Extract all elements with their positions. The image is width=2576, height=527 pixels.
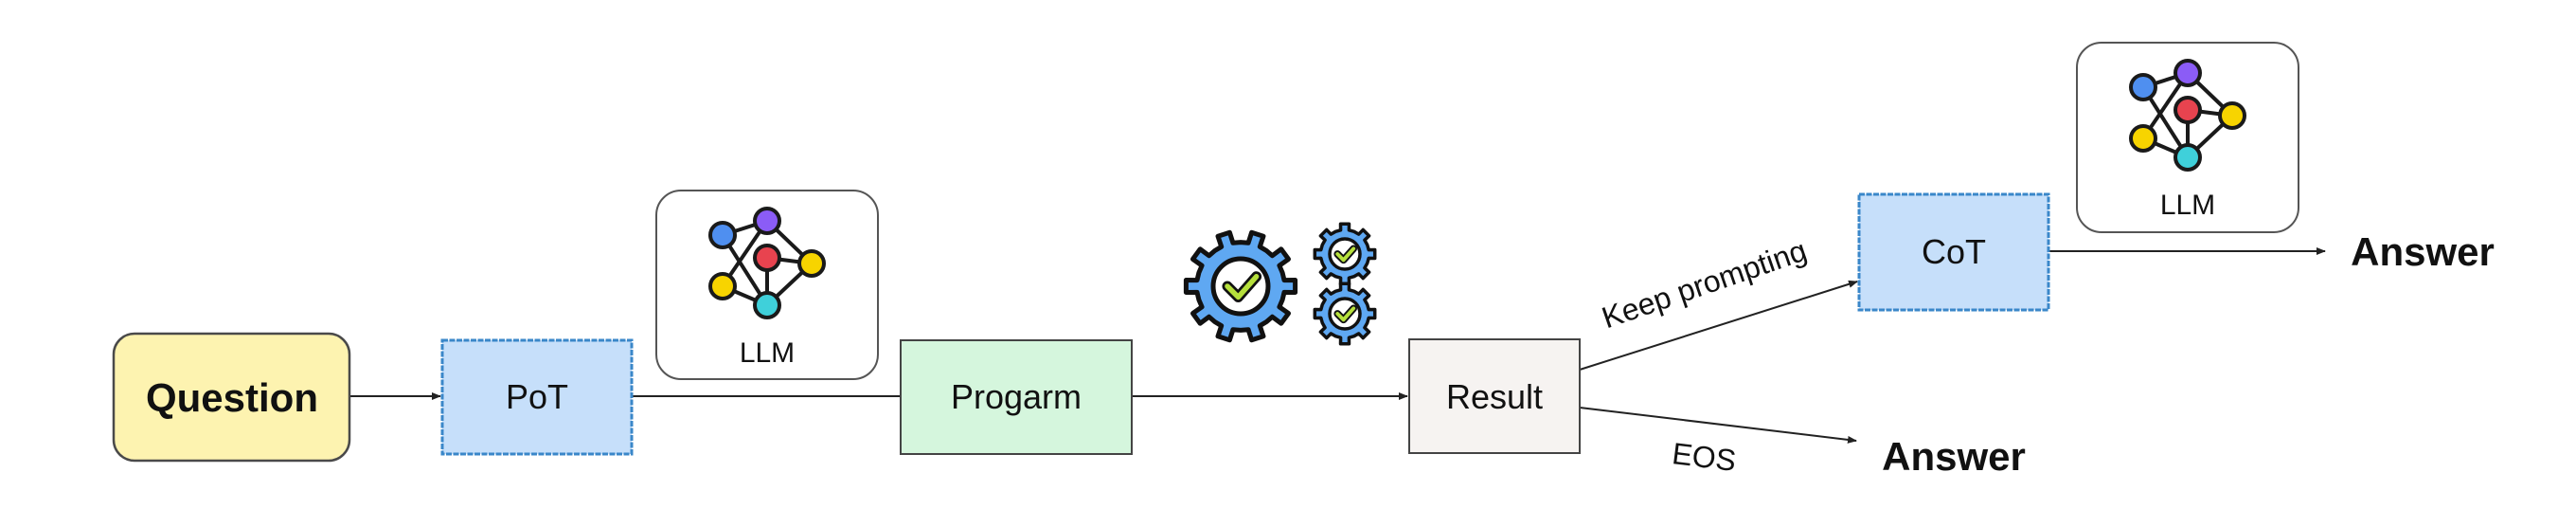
check-icon	[1335, 246, 1356, 263]
edge-result-to-cot	[1579, 280, 1858, 371]
gear-small-bottom	[1313, 282, 1377, 346]
gear-check-icon	[1183, 222, 1377, 346]
network-node-blue	[708, 221, 737, 249]
answer-top-label: Answer	[2351, 229, 2495, 274]
network-node-red	[753, 244, 781, 272]
question-box	[112, 332, 351, 463]
network-node-yellowR	[797, 249, 826, 278]
gear-large	[1183, 229, 1298, 343]
cot-node: CoT	[1857, 192, 2050, 312]
result-node: Result	[1408, 338, 1581, 454]
cot-box	[1857, 192, 2050, 312]
network-node-blue	[2129, 73, 2157, 101]
edge-result-to-answer	[1579, 407, 1857, 444]
network-node-purple	[2174, 59, 2202, 87]
network-node-cyan	[753, 291, 781, 319]
program-box	[900, 339, 1133, 455]
neural-network-icon	[708, 207, 826, 319]
eos-label: EOS	[1671, 436, 1738, 478]
keep-prompting-label: Keep prompting	[1598, 233, 1811, 336]
gear-small-top	[1313, 222, 1377, 286]
program-node: Progarm	[900, 339, 1133, 455]
answer-bottom-label: Answer	[1882, 434, 2026, 479]
pot-node: PoT	[440, 338, 634, 456]
network-node-red	[2174, 96, 2202, 124]
check-icon	[1225, 274, 1260, 300]
llm-label-1: LLM	[740, 337, 795, 369]
network-node-cyan	[2174, 143, 2202, 172]
question-label: Question	[146, 375, 318, 420]
llm-node-2: LLM	[2076, 42, 2299, 233]
network-node-yellowL	[2129, 124, 2157, 153]
result-label: Result	[1446, 377, 1543, 416]
cot-label: CoT	[1922, 232, 1986, 271]
network-node-purple	[753, 207, 781, 235]
question-node: Question	[112, 332, 351, 463]
pot-box	[440, 338, 634, 456]
llm-label-2: LLM	[2160, 190, 2215, 221]
gear-hub	[1210, 256, 1271, 317]
pot-label: PoT	[506, 377, 568, 416]
program-label: Progarm	[951, 377, 1082, 416]
network-node-yellowR	[2218, 101, 2246, 130]
llm-node-1: LLM	[655, 190, 879, 380]
result-box	[1408, 338, 1581, 454]
neural-network-icon	[2129, 59, 2246, 172]
check-icon	[1335, 306, 1356, 322]
network-node-yellowL	[708, 272, 737, 300]
